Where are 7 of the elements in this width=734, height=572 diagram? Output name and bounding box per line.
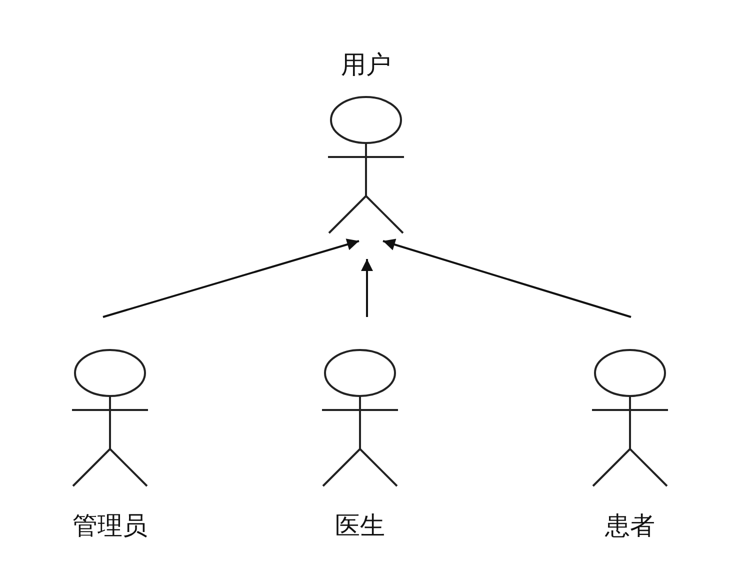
- actor-label: 患者: [605, 511, 655, 541]
- arrow: [361, 259, 373, 317]
- actor-label: 管理员: [72, 511, 148, 541]
- actor-label: 用户: [341, 50, 391, 80]
- actor-label: 医生: [335, 511, 385, 541]
- arrow: [382, 238, 632, 318]
- arrow: [102, 238, 360, 318]
